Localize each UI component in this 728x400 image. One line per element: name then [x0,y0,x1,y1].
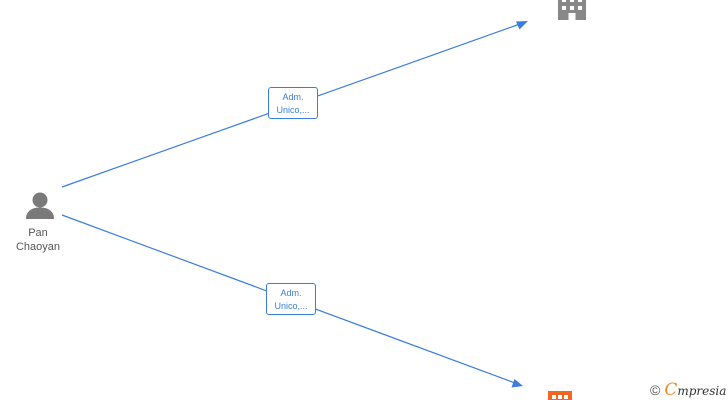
brand-logo-text: mpresia [677,384,727,398]
person-name-line2: Chaoyan [15,241,61,253]
arrow-head-top [516,21,528,30]
person-icon[interactable] [26,192,54,220]
brand-logo-initial: C [664,380,678,400]
edge-label-line2: Unico,... [274,301,308,311]
copyright-symbol: © [650,382,661,398]
building-icon[interactable] [548,391,572,400]
edge-label-line2: Unico,... [276,105,310,115]
edge-label-top[interactable]: Adm. Unico,... [268,87,318,119]
building-icon[interactable] [558,0,586,20]
arrow-head-bottom [511,379,523,388]
edge-label-bottom[interactable]: Adm. Unico,... [266,283,316,315]
brand-watermark: ©Cmpresia [650,380,726,400]
person-name[interactable]: Pan Chaoyan [8,226,68,254]
person-name-line1: Pan [28,227,48,239]
edge-label-line1: Adm. [280,288,302,298]
edge-label-line1: Adm. [282,92,304,102]
